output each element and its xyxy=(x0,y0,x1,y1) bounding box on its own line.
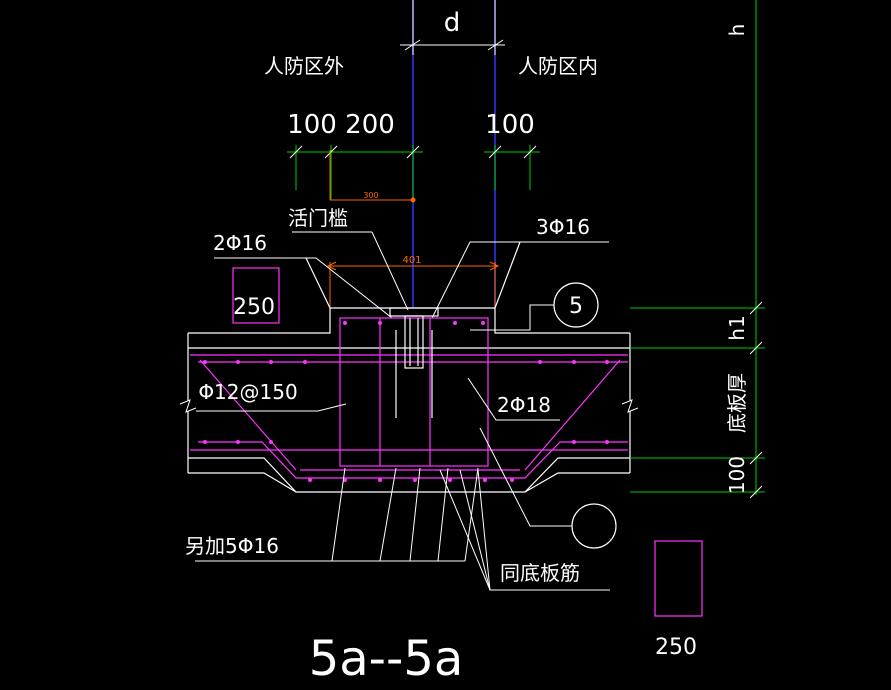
drawing-title: 5a--5a xyxy=(309,631,464,685)
orange-dim-300 xyxy=(329,150,416,203)
dimension-ticks xyxy=(289,145,537,159)
bar-3phi16-label: 3Φ16 xyxy=(536,215,590,239)
dim-h: h xyxy=(725,24,749,37)
bar-2phi16-leader xyxy=(214,257,393,319)
dim-slab: 底板厚 xyxy=(725,373,749,433)
dim-200: 200 xyxy=(345,110,395,140)
bar-phi12-leader xyxy=(196,403,347,412)
callout-5-label: 5 xyxy=(569,294,583,319)
dim-h1: h1 xyxy=(725,315,749,340)
outside-zone-label: 人防区外 xyxy=(264,54,344,78)
callout-empty-leader xyxy=(479,427,572,527)
axis-lines xyxy=(412,0,496,308)
bar-phi12-label: Φ12@150 xyxy=(198,380,297,404)
bar-2phi18-label: 2Φ18 xyxy=(497,393,551,417)
bar-2phi16-label: 2Φ16 xyxy=(213,231,267,255)
threshold-label: 活门槛 xyxy=(288,206,348,230)
dimension-row-top xyxy=(287,145,540,200)
dim-100-right: 100 xyxy=(725,456,749,494)
section-box-bottom xyxy=(654,540,703,617)
section-250-bottom: 250 xyxy=(655,635,697,660)
dimension-d xyxy=(400,0,505,55)
inside-zone-label: 人防区内 xyxy=(518,54,598,78)
concrete-outline xyxy=(187,241,631,493)
dim-100-mid: 100 xyxy=(485,110,535,140)
break-marks xyxy=(179,399,639,413)
right-dimension-chain xyxy=(630,0,765,495)
dim-100-left: 100 xyxy=(287,110,337,140)
rebar-dots xyxy=(203,321,609,482)
threshold-leader xyxy=(371,231,409,311)
same-as-slab-leaders xyxy=(439,469,610,591)
dim-300-small: 300 xyxy=(363,191,378,200)
dim-401: 401 xyxy=(402,255,421,266)
bar-extra-leaders xyxy=(195,467,479,562)
same-as-slab-label: 同底板筋 xyxy=(500,561,580,585)
callout-circle-empty xyxy=(571,503,617,549)
right-dim-ticks xyxy=(749,301,763,499)
bar-3phi16-leader xyxy=(431,241,609,319)
section-box-top xyxy=(232,267,280,324)
callout-5-leader xyxy=(470,304,554,331)
bar-extra-label: 另加5Φ16 xyxy=(185,534,279,558)
section-250-top: 250 xyxy=(233,295,275,320)
bar-2phi18-leader xyxy=(467,377,560,421)
dim-d-label: d xyxy=(444,8,461,38)
threshold-steel xyxy=(389,307,439,418)
